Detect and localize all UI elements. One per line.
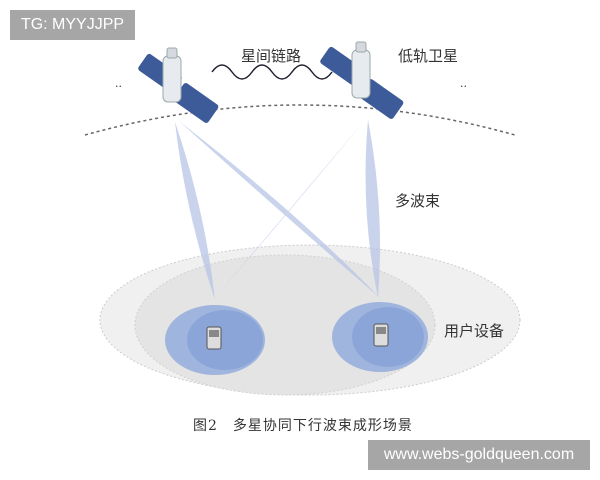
label-multi-beam: 多波束	[395, 192, 441, 210]
phone-left-icon	[206, 326, 222, 350]
watermark-bottom-right: www.webs-goldqueen.com	[368, 440, 590, 470]
phone-right-icon	[373, 323, 389, 347]
ellipsis-right: ··	[460, 80, 467, 93]
satellite-left-icon	[138, 47, 219, 123]
label-user-equipment: 用户设备	[444, 322, 505, 340]
beams	[175, 120, 381, 300]
ellipsis-left: ··	[115, 80, 122, 93]
label-inter-satellite-link: 星间链路	[241, 47, 302, 65]
label-leo-satellite: 低轨卫星	[398, 47, 459, 65]
watermark-top-left: TG: MYYJJPP	[10, 10, 135, 40]
figure-caption: 图2 多星协同下行波束成形场景	[193, 418, 413, 434]
wave-link-icon	[211, 64, 333, 80]
satellite-right-icon	[320, 41, 404, 119]
earth-arc	[84, 104, 516, 136]
